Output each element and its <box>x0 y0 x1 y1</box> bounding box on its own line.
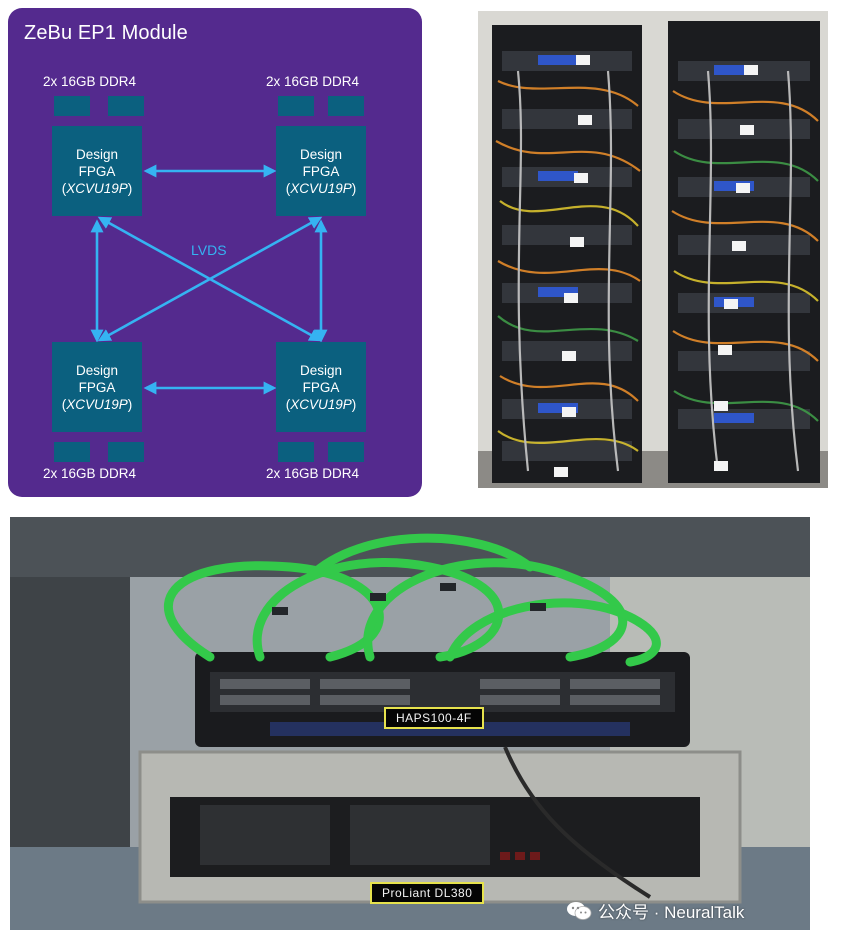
ddr-chip <box>278 96 314 116</box>
ddr-label-bottom-left: 2x 16GB DDR4 <box>43 466 137 481</box>
lvds-links <box>90 164 328 395</box>
lvds-label: LVDS <box>191 242 227 258</box>
haps-server-illustration <box>10 517 810 930</box>
wechat-icon <box>567 901 592 920</box>
ddr-chip <box>108 442 144 462</box>
proliant-label: ProLiant DL380 <box>370 882 485 904</box>
zebu-ep1-module-diagram: ZeBu EP1 Module 2x 16GB DDR4 2x 16GB DDR… <box>8 8 422 497</box>
ddr-chip <box>54 442 90 462</box>
fpga-part: XCVU19P <box>290 396 352 412</box>
fpga-line1: Design <box>299 362 343 378</box>
server-rack-illustration <box>478 11 828 488</box>
fpga-bottom-right: Design FPGA (XCVU19P) <box>276 342 366 432</box>
fpga-line2: FPGA <box>302 163 340 179</box>
fpga-top-right: Design FPGA (XCVU19P) <box>276 126 366 216</box>
fpga-line2: FPGA <box>78 163 116 179</box>
fpga-line1: Design <box>75 146 119 162</box>
fpga-line1: Design <box>75 362 119 378</box>
haps-label: HAPS100-4F <box>384 707 484 729</box>
fpga-line2: FPGA <box>78 379 116 395</box>
ddr-label-top-left: 2x 16GB DDR4 <box>43 74 137 89</box>
fpga-line2: FPGA <box>302 379 340 395</box>
fpga-part: XCVU19P <box>66 180 128 196</box>
ddr-chip <box>108 96 144 116</box>
module-title: ZeBu EP1 Module <box>24 22 188 44</box>
fpga-part: XCVU19P <box>290 180 352 196</box>
server-rack-photo <box>478 11 828 488</box>
ddr-label-top-right: 2x 16GB DDR4 <box>266 74 360 89</box>
fpga-top-left: Design FPGA (XCVU19P) <box>52 126 142 216</box>
watermark: 公众号 · NeuralTalk <box>566 898 744 923</box>
fpga-bottom-left: Design FPGA (XCVU19P) <box>52 342 142 432</box>
link-diagonal-b <box>97 216 323 342</box>
ddr-chip <box>328 442 364 462</box>
watermark-text: 公众号 · NeuralTalk <box>598 903 745 922</box>
ddr-label-bottom-right: 2x 16GB DDR4 <box>266 466 360 481</box>
ddr-chip <box>54 96 90 116</box>
haps-bench-photo <box>10 517 810 930</box>
fpga-line1: Design <box>299 146 343 162</box>
fpga-part: XCVU19P <box>66 396 128 412</box>
ddr-chip <box>328 96 364 116</box>
ddr-chip <box>278 442 314 462</box>
